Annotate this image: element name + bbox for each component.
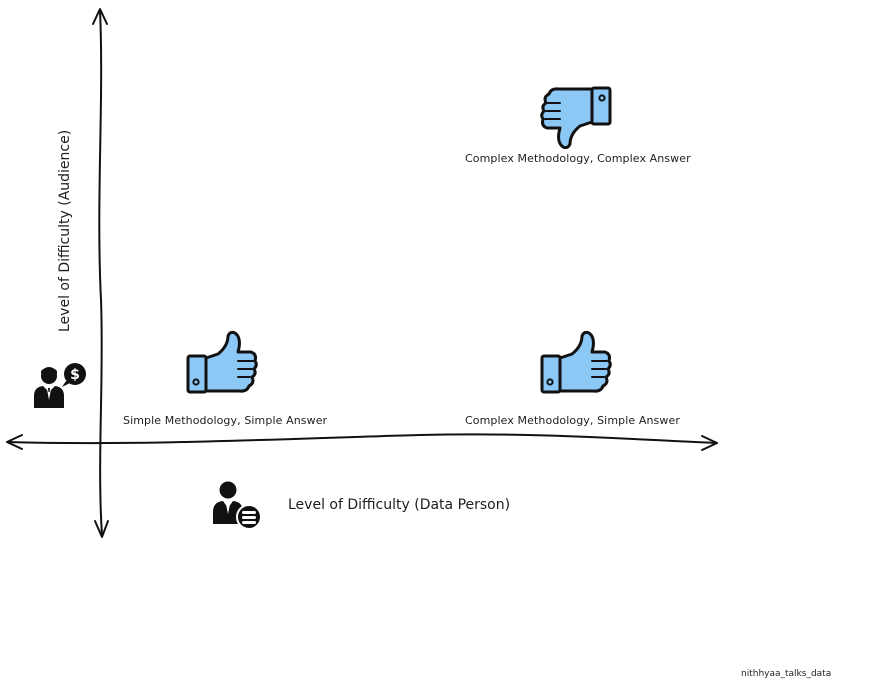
y-axis-label: Level of Difficulty (Audience) (57, 129, 73, 332)
data-person-database-icon (210, 480, 264, 536)
x-axis-arrow-right (701, 435, 718, 451)
business-person-dollar-icon: $ (32, 362, 88, 414)
x-axis-arrow-left (6, 434, 23, 450)
thumbs-up-icon (184, 330, 258, 400)
quadrant-label-complex-simple: Complex Methodology, Simple Answer (465, 414, 680, 427)
y-axis-arrow-top (92, 8, 108, 25)
y-axis-arrow-bottom (94, 520, 109, 538)
thumbs-down-icon (540, 84, 614, 154)
thumbs-up-icon (538, 330, 612, 400)
watermark: nithhyaa_talks_data (741, 669, 832, 679)
quadrant-label-simple-simple: Simple Methodology, Simple Answer (123, 414, 328, 427)
x-axis-line (6, 433, 718, 445)
x-axis-label: Level of Difficulty (Data Person) (288, 497, 511, 513)
svg-text:$: $ (70, 367, 80, 383)
y-axis-line (98, 9, 103, 536)
quadrant-label-complex-complex: Complex Methodology, Complex Answer (465, 152, 691, 165)
